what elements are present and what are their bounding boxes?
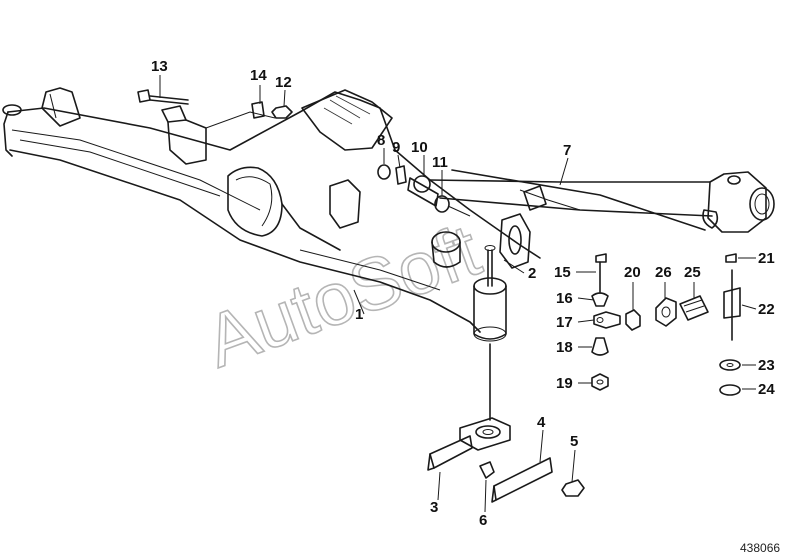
hardware-21-26: [655, 253, 741, 396]
callout-17: 17: [556, 314, 573, 331]
callout-26: 26: [655, 264, 672, 281]
callout-19: 19: [556, 375, 573, 392]
callout-22: 22: [758, 301, 775, 318]
callout-15: 15: [554, 264, 571, 281]
callout-5: 5: [570, 433, 578, 450]
callout-6: 6: [479, 512, 487, 529]
callout-7: 7: [563, 142, 571, 159]
callout-18: 18: [556, 339, 573, 356]
leader-lines: [159, 75, 757, 513]
callout-20: 20: [624, 264, 641, 281]
trailing-arm-drawing: [429, 169, 775, 233]
callout-12: 12: [275, 74, 292, 91]
callout-labels: 1 2 3 4 5 6 7 8 9 10 11 12 13 14 15 16 1…: [151, 58, 775, 529]
callout-2: 2: [528, 265, 536, 282]
watermark-text: AutoSoft: [195, 208, 491, 383]
callout-4: 4: [537, 414, 546, 431]
callout-10: 10: [411, 139, 428, 156]
callout-16: 16: [556, 290, 573, 307]
hardware-12-14: [137, 89, 293, 119]
callout-9: 9: [392, 139, 400, 156]
hardware-15-19: [591, 253, 621, 391]
nut-20-drawing: [625, 309, 641, 331]
reference-number: 438066: [740, 541, 780, 555]
callout-11: 11: [432, 154, 448, 171]
callout-24: 24: [758, 381, 775, 398]
callout-23: 23: [758, 357, 775, 374]
callout-21: 21: [758, 250, 775, 267]
mount-bracket-3-6: [427, 343, 585, 503]
callout-3: 3: [430, 499, 438, 516]
callout-8: 8: [377, 132, 385, 149]
callout-1: 1: [355, 306, 363, 323]
callout-25: 25: [684, 264, 701, 281]
axle-carrier-drawing: [2, 87, 541, 342]
callout-13: 13: [151, 58, 168, 75]
callout-14: 14: [250, 67, 267, 84]
